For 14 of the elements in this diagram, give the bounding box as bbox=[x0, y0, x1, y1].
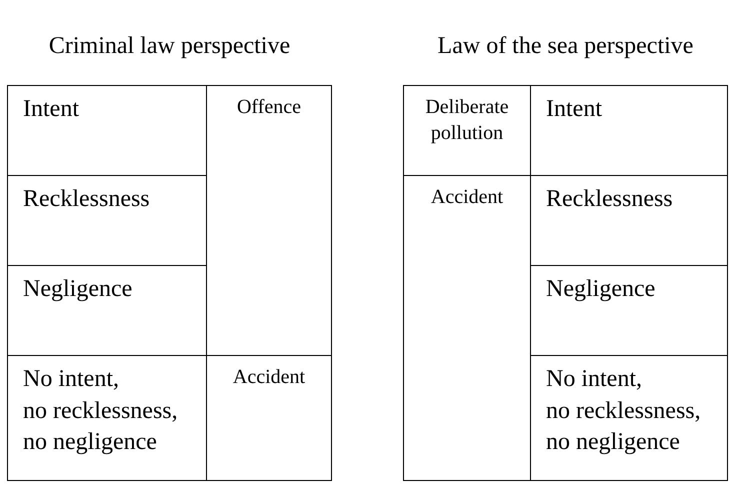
table-heading: Criminal law perspective bbox=[48, 32, 292, 60]
cell-label: Intent bbox=[546, 95, 603, 124]
cell-label: Offence bbox=[236, 95, 302, 120]
cell-label: Negligence bbox=[23, 275, 134, 304]
cell-label: Deliberate pollution bbox=[424, 95, 510, 146]
cell-label: Recklessness bbox=[23, 185, 151, 214]
cell-label: Accident bbox=[232, 365, 306, 390]
cell-label: Intent bbox=[23, 95, 80, 124]
cell-label: Recklessness bbox=[546, 185, 674, 214]
table-heading: Law of the sea perspective bbox=[436, 32, 694, 60]
cell-label: No intent, no recklessness, no negligence bbox=[23, 365, 179, 457]
cell-label: No intent, no recklessness, no negligence bbox=[546, 365, 702, 457]
cell-label: Negligence bbox=[546, 275, 656, 304]
cell-label: Accident bbox=[430, 185, 504, 210]
